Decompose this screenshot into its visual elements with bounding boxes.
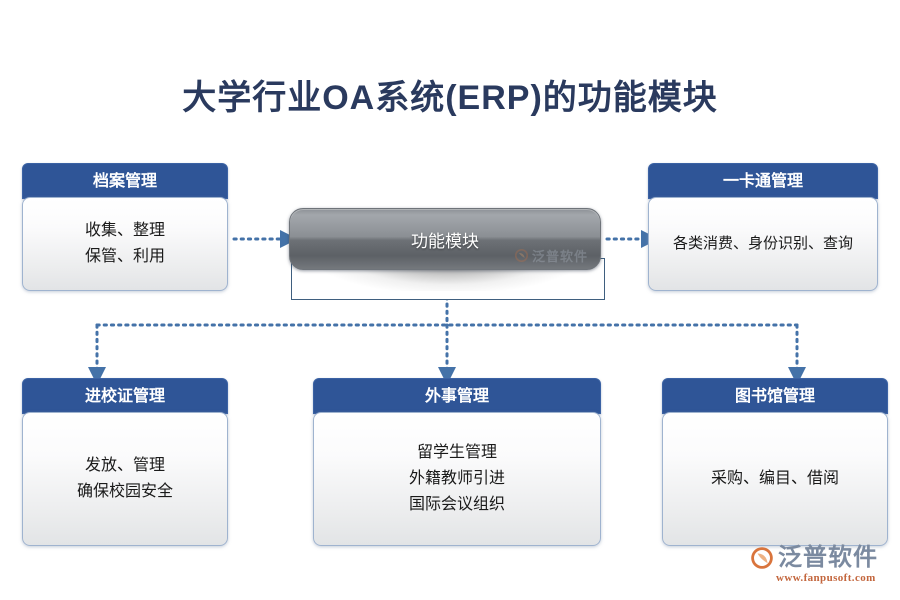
card-line: 收集、整理 [84, 222, 165, 239]
card-foreign-header: 外事管理 [313, 378, 601, 414]
card-line: 确保校园安全 [76, 483, 173, 500]
card-onecard-lines: 各类消费、身份识别、查询 [667, 231, 859, 257]
page-title: 大学行业OA系统(ERP)的功能模块 [182, 79, 718, 117]
card-line: 各类消费、身份识别、查询 [672, 235, 853, 252]
card-library-header: 图书馆管理 [662, 378, 888, 414]
card-library-lines: 采购、编目、借阅 [705, 466, 845, 492]
card-onecard-header: 一卡通管理 [648, 163, 878, 199]
card-onecard-body: 各类消费、身份识别、查询 [648, 197, 878, 291]
card-archive-body: 收集、整理 保管、利用 [22, 197, 228, 291]
card-foreign-affairs-management[interactable]: 外事管理 留学生管理 外籍教师引进 国际会议组织 [313, 378, 601, 546]
card-foreign-body: 留学生管理 外籍教师引进 国际会议组织 [313, 412, 601, 546]
card-line: 外籍教师引进 [408, 470, 505, 487]
card-library-management[interactable]: 图书馆管理 采购、编目、借阅 [662, 378, 888, 546]
brand-watermark: 泛普软件 www.fanpusoft.com [750, 545, 895, 593]
card-line: 采购、编目、借阅 [710, 470, 839, 487]
card-entrypass-body: 发放、管理 确保校园安全 [22, 412, 228, 546]
card-archive-management[interactable]: 档案管理 收集、整理 保管、利用 [22, 163, 228, 291]
fanpu-logo-icon [514, 248, 529, 263]
card-entrypass-lines: 发放、管理 确保校园安全 [71, 453, 179, 505]
card-library-body: 采购、编目、借阅 [662, 412, 888, 546]
card-foreign-lines: 留学生管理 外籍教师引进 国际会议组织 [403, 440, 511, 518]
card-line: 留学生管理 [416, 444, 497, 461]
card-entrypass-management[interactable]: 进校证管理 发放、管理 确保校园安全 [22, 378, 228, 546]
brand-row: 泛普软件 [750, 545, 895, 571]
brand-url: www.fanpusoft.com [776, 572, 876, 584]
card-archive-lines: 收集、整理 保管、利用 [79, 218, 171, 270]
hub-functional-modules[interactable]: 功能模块 泛普软件 [289, 208, 601, 270]
card-entrypass-header: 进校证管理 [22, 378, 228, 414]
fanpu-logo-icon [751, 547, 773, 569]
card-line: 发放、管理 [84, 457, 165, 474]
brand-name: 泛普软件 [778, 544, 878, 571]
card-line: 国际会议组织 [408, 496, 505, 513]
hub-watermark: 泛普软件 [514, 246, 588, 265]
card-onecard-management[interactable]: 一卡通管理 各类消费、身份识别、查询 [648, 163, 878, 291]
hub-label: 功能模块 [411, 231, 479, 251]
hub-watermark-text: 泛普软件 [531, 249, 588, 264]
card-line: 保管、利用 [84, 248, 165, 265]
card-archive-header: 档案管理 [22, 163, 228, 199]
